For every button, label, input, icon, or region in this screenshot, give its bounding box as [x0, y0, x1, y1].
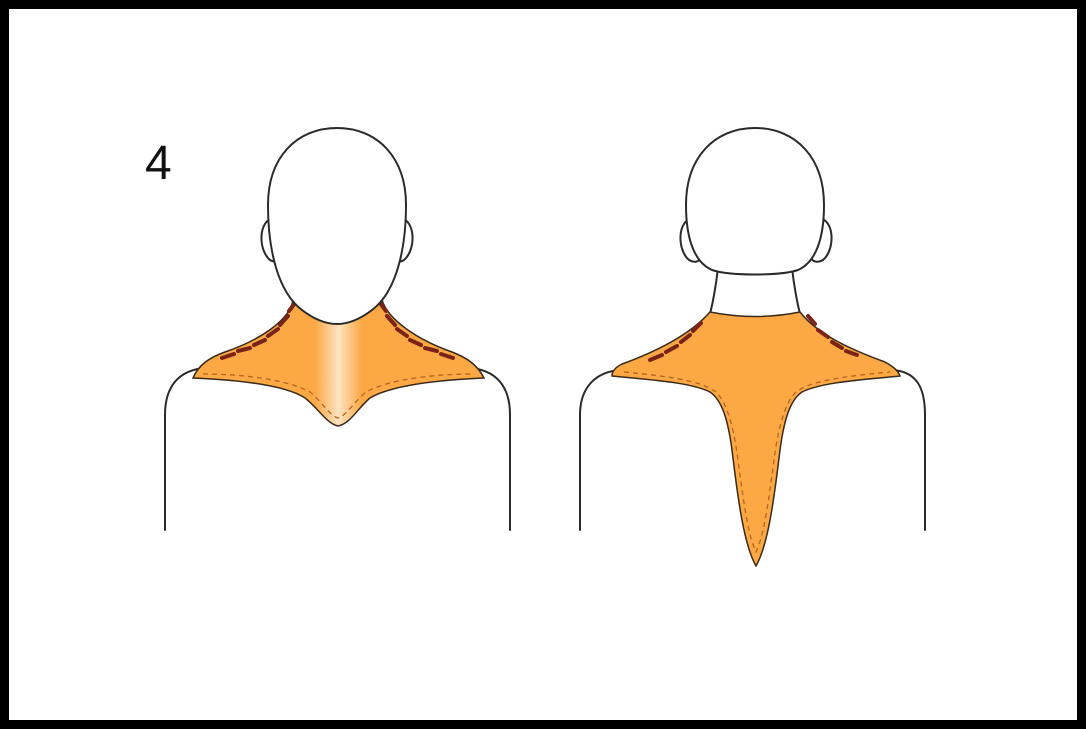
back-head — [680, 128, 831, 275]
back-view-figure — [570, 0, 940, 729]
back-shoulder-pad — [612, 312, 900, 566]
front-face-outline — [268, 128, 406, 324]
back-head-outline — [686, 128, 824, 275]
front-view-figure — [150, 0, 530, 729]
front-head — [261, 128, 412, 324]
